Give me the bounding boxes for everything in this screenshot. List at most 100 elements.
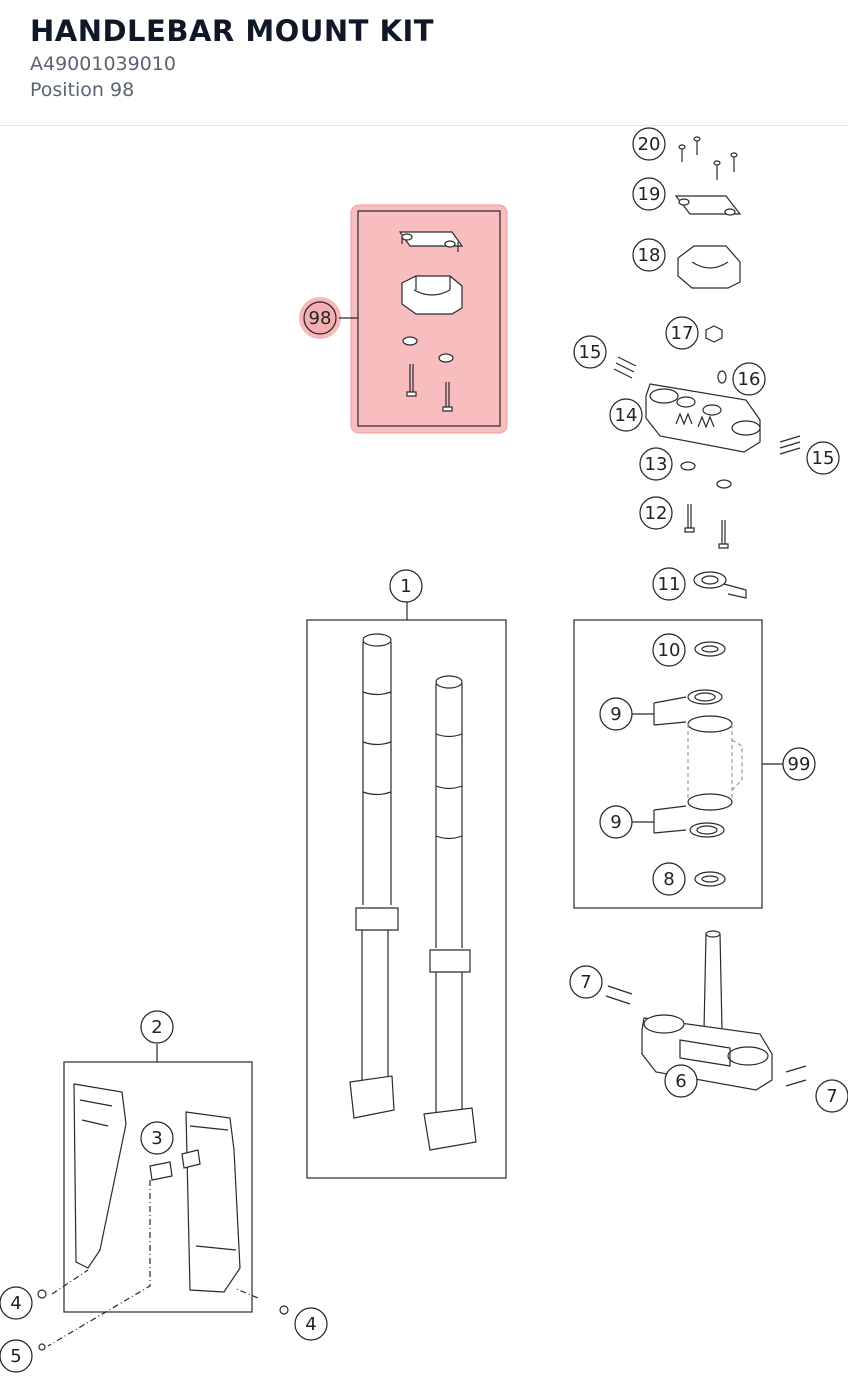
callout-label: 7	[826, 1086, 837, 1107]
callout-label: 16	[738, 369, 761, 390]
callout-4[interactable]: 4	[294, 1307, 328, 1341]
clamp-base-18-part	[677, 245, 741, 289]
callout-label: 18	[638, 245, 661, 266]
callout-label: 20	[638, 134, 661, 155]
page-header: HANDLEBAR MOUNT KIT A49001039010 Positio…	[0, 0, 848, 126]
clamp-11-part	[693, 571, 747, 599]
callout-8[interactable]: 8	[652, 862, 686, 896]
bolt-16-part	[717, 370, 727, 384]
callout-16[interactable]: 16	[732, 362, 766, 396]
callout-6[interactable]: 6	[664, 1064, 698, 1098]
callout-circle	[632, 177, 666, 211]
callout-circle	[569, 965, 603, 999]
callout-circle	[609, 398, 643, 432]
callout-7[interactable]: 7	[569, 965, 603, 999]
callout-circle	[806, 441, 840, 475]
callout-circle	[632, 127, 666, 161]
callout-14[interactable]: 14	[609, 398, 643, 432]
callout-label: 14	[615, 405, 638, 426]
part-number: A49001039010	[30, 53, 176, 75]
callout-circle	[732, 362, 766, 396]
callout-circle	[782, 747, 816, 781]
callout-label: 6	[675, 1071, 686, 1092]
callout-12[interactable]: 12	[639, 496, 673, 530]
bolts-12-part	[684, 504, 729, 549]
callout-9[interactable]: 9	[599, 805, 633, 839]
callout-label: 11	[658, 574, 681, 595]
callout-11[interactable]: 11	[652, 567, 686, 601]
callout-label: 12	[645, 503, 668, 524]
bottom-clamp-6-part	[641, 930, 773, 1091]
callout-4[interactable]: 4	[0, 1286, 33, 1320]
callout-15[interactable]: 15	[573, 335, 607, 369]
callout-label: 99	[788, 754, 811, 775]
callout-label: 4	[305, 1314, 316, 1335]
callout-circle	[665, 316, 699, 350]
callout-circle	[815, 1079, 848, 1113]
callout-label: 9	[610, 704, 621, 725]
callout-circle	[303, 301, 337, 335]
callout-label: 8	[663, 869, 674, 890]
callout-circle	[0, 1339, 33, 1373]
callout-9[interactable]: 9	[599, 697, 633, 731]
callout-17[interactable]: 17	[665, 316, 699, 350]
callout-98[interactable]: 98	[303, 301, 337, 335]
kit-washer-part	[438, 353, 454, 363]
clamp-top-19-part	[674, 195, 742, 216]
bolts-15-left-part	[613, 356, 637, 379]
callout-circle	[639, 496, 673, 530]
page-title: HANDLEBAR MOUNT KIT	[30, 14, 435, 48]
callout-label: 3	[151, 1128, 162, 1149]
callout-label: 2	[151, 1017, 162, 1038]
callout-circle	[652, 567, 686, 601]
callout-circle	[632, 238, 666, 272]
callout-circle	[652, 862, 686, 896]
callout-label: 17	[671, 323, 694, 344]
kit-98-highlight	[350, 204, 508, 434]
callout-label: 9	[610, 812, 621, 833]
bolts-7-part	[605, 985, 807, 1087]
kit-washer-part	[402, 336, 418, 346]
kit-clamp-base-part	[401, 275, 463, 315]
callout-circle	[389, 569, 423, 603]
callout-circle	[294, 1307, 328, 1341]
callout-1[interactable]: 1	[389, 569, 423, 603]
callout-label: 1	[400, 576, 411, 597]
nut-17-part	[705, 325, 723, 343]
callout-3[interactable]: 3	[140, 1121, 174, 1155]
callout-10[interactable]: 10	[652, 633, 686, 667]
bearing-set-99-group	[573, 619, 784, 909]
callout-2[interactable]: 2	[140, 1010, 174, 1044]
callout-circle	[0, 1286, 33, 1320]
fork-set-1-group	[306, 602, 507, 1179]
kit-98-group[interactable]	[299, 204, 508, 434]
callout-18[interactable]: 18	[632, 238, 666, 272]
callout-circle	[639, 447, 673, 481]
callout-label: 7	[580, 972, 591, 993]
callout-label: 10	[658, 640, 681, 661]
callout-99[interactable]: 99	[782, 747, 816, 781]
washers-13-part	[680, 461, 732, 489]
position-label: Position 98	[30, 79, 135, 101]
callout-19[interactable]: 19	[632, 177, 666, 211]
bolts-20-part	[678, 136, 738, 180]
callout-5[interactable]: 5	[0, 1339, 33, 1373]
callout-label: 19	[638, 184, 661, 205]
callout-circle	[664, 1064, 698, 1098]
kit-bolt-part	[406, 364, 417, 397]
callout-label: 98	[309, 308, 332, 329]
callout-circle	[599, 805, 633, 839]
callout-circle	[140, 1121, 174, 1155]
callout-15[interactable]: 15	[806, 441, 840, 475]
callout-circle	[140, 1010, 174, 1044]
top-clamp-14-part	[645, 383, 761, 453]
kit-bolt-part	[442, 382, 453, 412]
callout-circle	[652, 633, 686, 667]
callout-7[interactable]: 7	[815, 1079, 848, 1113]
fork-guards-2-group	[37, 1044, 289, 1351]
callout-label: 15	[812, 448, 835, 469]
callout-label: 5	[10, 1346, 21, 1367]
callout-13[interactable]: 13	[639, 447, 673, 481]
kit-clamp-top-part	[398, 231, 464, 252]
callout-20[interactable]: 20	[632, 127, 666, 161]
